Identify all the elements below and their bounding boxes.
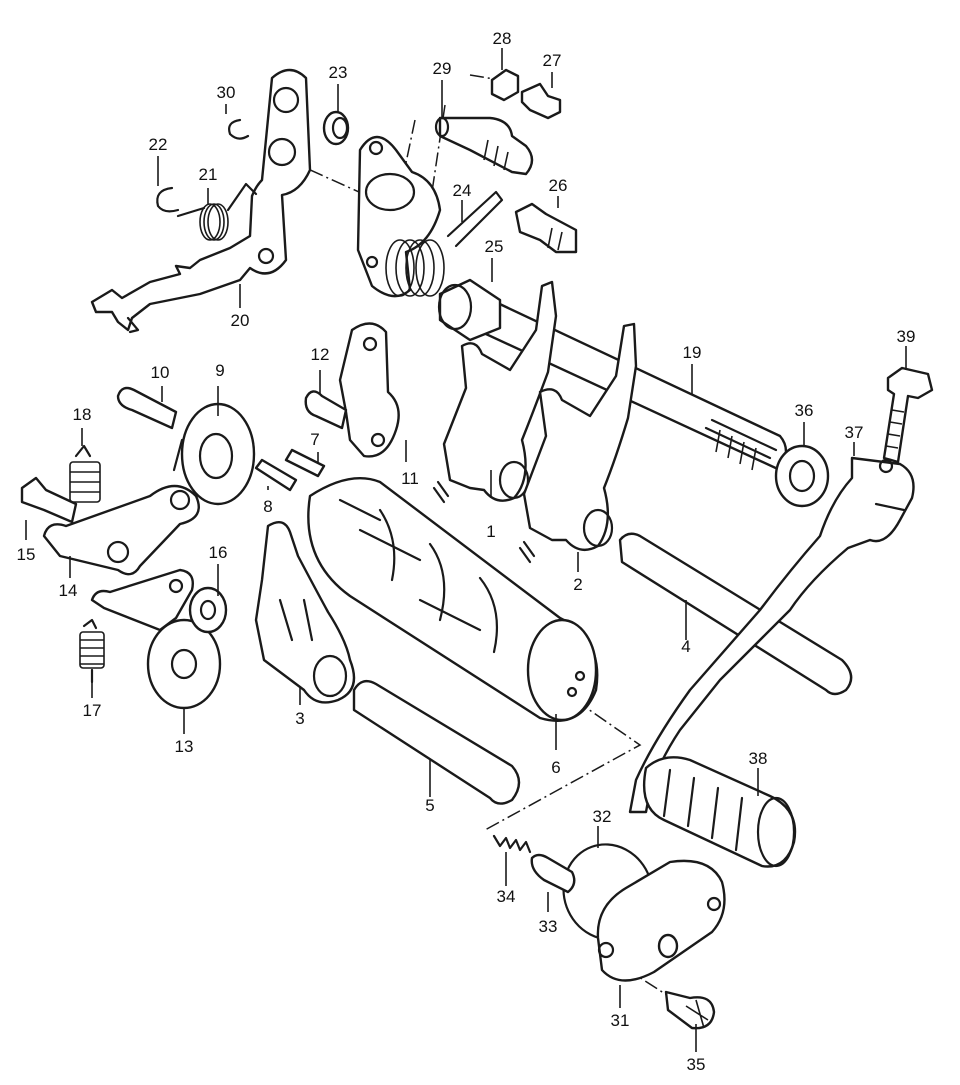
part-16-washer xyxy=(188,586,228,634)
part-4-fork-shaft xyxy=(618,532,853,696)
part-10-pin xyxy=(116,386,178,430)
label-20: 20 xyxy=(231,311,250,330)
part-23-collar xyxy=(322,110,350,146)
part-12-bolt xyxy=(304,390,348,430)
label-38: 38 xyxy=(749,749,768,768)
part-5-fork-shaft xyxy=(352,679,521,805)
part-13-washer xyxy=(146,618,222,710)
label-32: 32 xyxy=(593,807,612,826)
label-4: 4 xyxy=(681,637,690,656)
label-9: 9 xyxy=(215,361,224,380)
label-6: 6 xyxy=(551,758,560,777)
label-33: 33 xyxy=(539,917,558,936)
part-36-oil-seal xyxy=(774,444,830,508)
label-23: 23 xyxy=(329,63,348,82)
label-36: 36 xyxy=(795,401,814,420)
part-22-circlip xyxy=(156,186,180,213)
part-27-bolt xyxy=(520,82,562,120)
label-27: 27 xyxy=(543,51,562,70)
part-38-pedal-rubber xyxy=(642,756,797,868)
label-34: 34 xyxy=(497,887,516,906)
part-2-shift-fork xyxy=(518,322,638,564)
label-21: 21 xyxy=(199,165,218,184)
label-31: 31 xyxy=(611,1011,630,1030)
part-28-nut xyxy=(490,68,520,102)
label-18: 18 xyxy=(73,405,92,424)
label-14: 14 xyxy=(59,581,78,600)
part-31-cover xyxy=(596,859,726,982)
part-20-shift-arm xyxy=(90,68,312,334)
label-11: 11 xyxy=(401,469,419,488)
part-8-key xyxy=(254,458,298,492)
part-35-screw xyxy=(664,990,716,1030)
part-25-collar xyxy=(437,278,502,342)
part-6-shift-drum xyxy=(307,477,599,722)
part-29-stopper xyxy=(434,116,534,176)
part-14-arm xyxy=(42,484,200,576)
part-15-bolt xyxy=(20,476,78,524)
label-28: 28 xyxy=(493,29,512,48)
label-16: 16 xyxy=(209,543,228,562)
part-34-spring xyxy=(492,834,532,854)
leader-lines xyxy=(25,48,907,1052)
part-17-spring xyxy=(79,618,105,684)
label-26: 26 xyxy=(549,176,568,195)
part-30-circlip xyxy=(228,118,250,140)
label-13: 13 xyxy=(175,737,194,756)
label-39: 39 xyxy=(897,327,916,346)
part-21-spring xyxy=(176,182,258,241)
label-2: 2 xyxy=(573,575,582,594)
part-33-pin xyxy=(530,853,576,894)
label-5: 5 xyxy=(425,796,434,815)
part-11-plate xyxy=(338,322,400,458)
label-25: 25 xyxy=(485,237,504,256)
part-24-spring xyxy=(385,239,445,297)
label-37: 37 xyxy=(845,423,864,442)
label-19: 19 xyxy=(683,343,702,362)
label-15: 15 xyxy=(17,545,36,564)
label-30: 30 xyxy=(217,83,236,102)
part-1-shift-fork xyxy=(432,280,558,504)
part-14-lower-arm xyxy=(90,568,194,632)
part-3-shift-fork xyxy=(254,520,356,704)
label-12: 12 xyxy=(311,345,330,364)
label-22: 22 xyxy=(149,135,168,154)
part-39-bolt xyxy=(882,366,934,464)
part-7-pin xyxy=(284,448,326,478)
label-10: 10 xyxy=(151,363,170,382)
label-29: 29 xyxy=(433,59,452,78)
label-1: 1 xyxy=(486,522,495,541)
part-18-spring xyxy=(69,444,101,503)
part-9-gear xyxy=(172,402,256,506)
part-number-labels: 1 2 3 4 5 6 7 8 9 10 11 12 13 14 15 16 1… xyxy=(17,29,916,1074)
label-17: 17 xyxy=(83,701,102,720)
part-24-plate xyxy=(356,135,504,298)
label-7: 7 xyxy=(310,430,319,449)
part-26-bolt xyxy=(514,202,578,254)
label-8: 8 xyxy=(263,497,272,516)
label-3: 3 xyxy=(295,709,304,728)
label-35: 35 xyxy=(687,1055,706,1074)
label-24: 24 xyxy=(453,181,472,200)
